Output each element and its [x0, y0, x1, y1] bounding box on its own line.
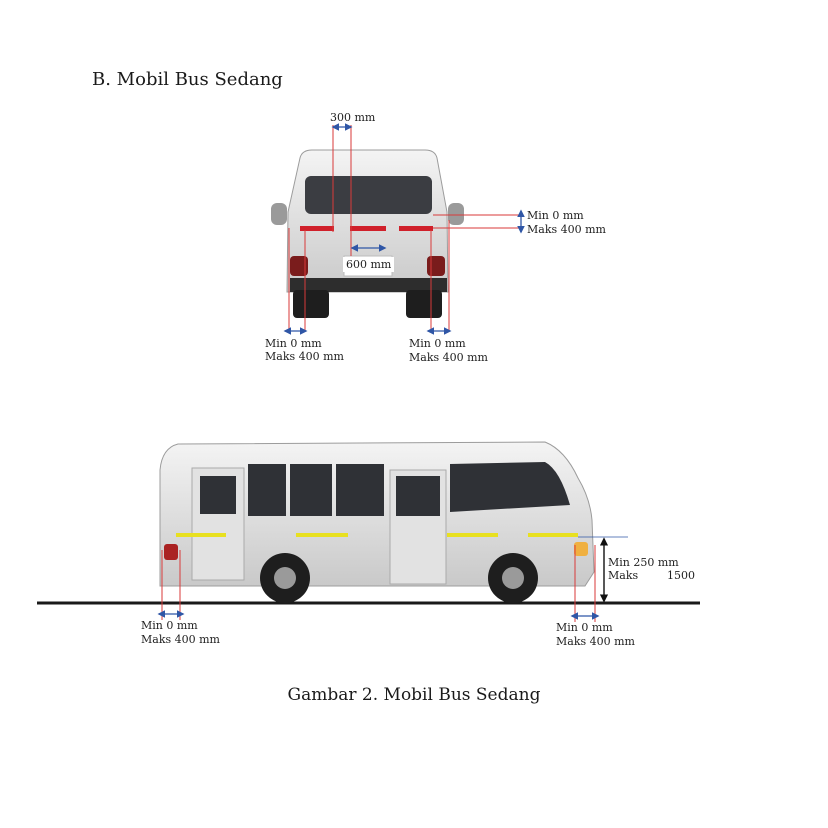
side-tape-1 [176, 533, 226, 537]
label-rear-right-max: Maks 400 mm [409, 351, 488, 364]
rear-taillight-right [427, 256, 445, 276]
middle-door-window [396, 476, 440, 516]
rear-mirror-right [448, 203, 464, 225]
label-side-front-max: Maks 400 mm [556, 635, 635, 648]
label-side-height-min: Min 250 mm [608, 556, 679, 569]
label-rear-right-min: Min 0 mm [409, 337, 466, 350]
rear-taillight-left [290, 256, 308, 276]
label-side-height-max: Maks [608, 569, 639, 582]
side-window-2 [290, 464, 332, 516]
front-side-light [574, 542, 588, 556]
label-300mm: 300 mm [330, 111, 376, 124]
label-rear-left-min: Min 0 mm [265, 337, 322, 350]
section-heading: B. Mobil Bus Sedang [92, 69, 283, 90]
rear-tape-left [300, 226, 334, 231]
rear-window [305, 176, 432, 214]
label-rear-left-max: Maks 400 mm [265, 350, 344, 363]
rear-wheel-right [406, 290, 442, 318]
label-side-front-min: Min 0 mm [556, 621, 613, 634]
label-side-rear-min: Min 0 mm [141, 619, 198, 632]
label-side-rear-max: Maks 400 mm [141, 633, 220, 646]
rear-wheel-hub [274, 567, 296, 589]
label-600mm: 600 mm [343, 257, 395, 272]
side-window-3 [336, 464, 384, 516]
rear-wheel-left [293, 290, 329, 318]
rear-side-light [164, 544, 178, 560]
side-window-1 [248, 464, 286, 516]
rear-tape-right [399, 226, 433, 231]
rear-door-window [200, 476, 236, 514]
label-side-height-max-value: 1500 [667, 569, 695, 582]
figure-caption: Gambar 2. Mobil Bus Sedang [287, 685, 541, 705]
rear-tape-center [350, 226, 386, 231]
bus-side-view [37, 441, 700, 622]
rear-bumper [290, 278, 447, 292]
label-rear-height-max: Maks 400 mm [527, 223, 606, 236]
side-tape-3 [447, 533, 498, 537]
bus-rear-view [271, 123, 525, 335]
rear-mirror-left [271, 203, 287, 225]
side-tape-4 [528, 533, 578, 537]
front-wheel-hub [502, 567, 524, 589]
side-tape-2 [296, 533, 348, 537]
label-rear-height-min: Min 0 mm [527, 209, 584, 222]
front-window [450, 462, 570, 512]
